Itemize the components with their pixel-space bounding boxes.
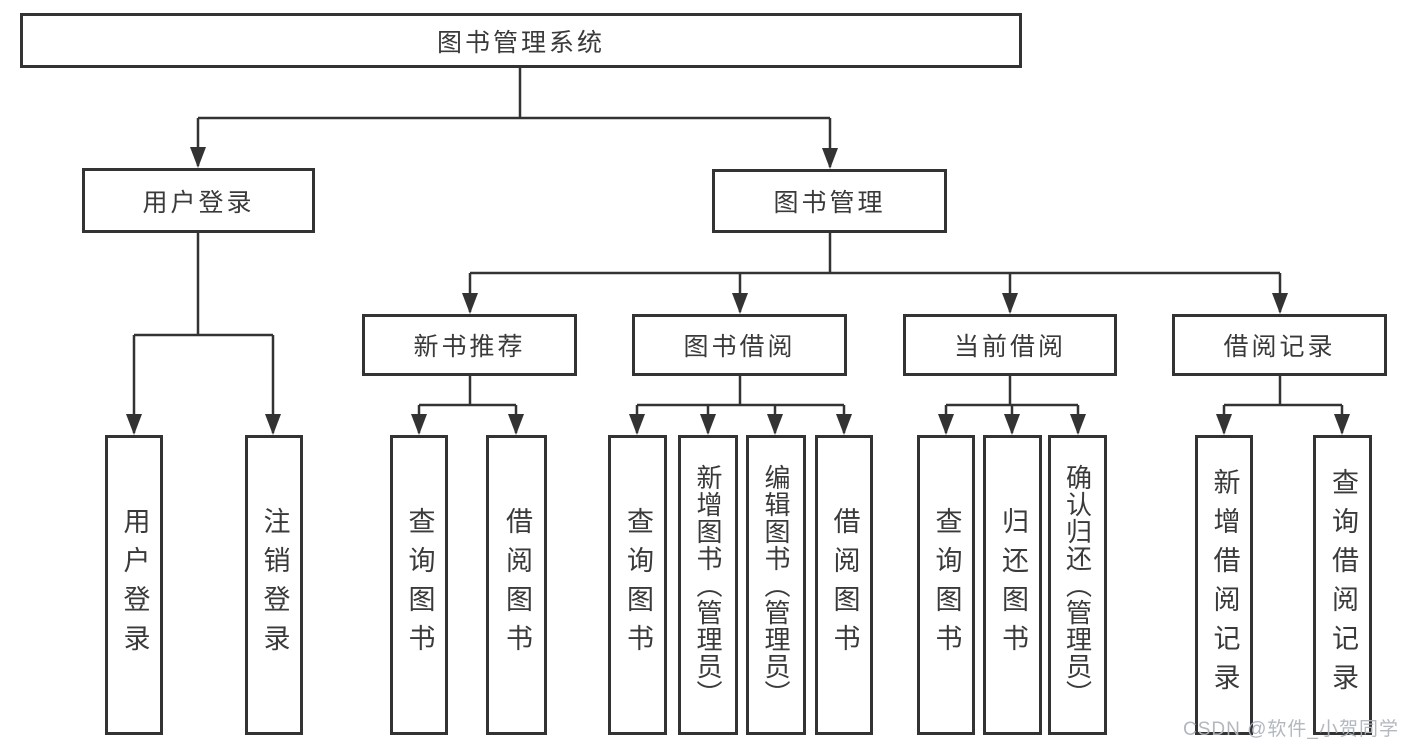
node-query-books-borrowing: 查询图书 bbox=[608, 435, 667, 735]
arrow-icon bbox=[1004, 414, 1020, 435]
arrow-icon bbox=[190, 147, 206, 168]
node-current-borrowing: 当前借阅 bbox=[903, 314, 1117, 376]
arrow-icon bbox=[767, 414, 783, 435]
arrow-icon bbox=[822, 148, 838, 169]
node-user-login-leaf: 用户登录 bbox=[105, 435, 163, 735]
arrow-icon bbox=[1002, 293, 1018, 314]
node-borrowing-records: 借阅记录 bbox=[1172, 314, 1387, 376]
arrow-icon bbox=[1216, 414, 1232, 435]
node-library-management-system: 图书管理系统 bbox=[20, 13, 1022, 68]
arrow-icon bbox=[411, 414, 427, 435]
node-add-borrow-record: 新增借阅记录 bbox=[1195, 435, 1253, 735]
node-borrow-books-leaf: 借阅图书 bbox=[815, 435, 873, 735]
node-return-books: 归还图书 bbox=[983, 435, 1042, 735]
node-user-login-branch: 用户登录 bbox=[82, 168, 315, 233]
arrow-icon bbox=[732, 293, 748, 314]
arrow-icon bbox=[126, 414, 142, 435]
arrow-icon bbox=[1334, 414, 1350, 435]
node-book-management-branch: 图书管理 bbox=[712, 169, 947, 233]
arrow-icon bbox=[938, 414, 954, 435]
arrow-icon bbox=[508, 414, 524, 435]
node-confirm-return-admin: 确认归还（管理员） bbox=[1048, 435, 1107, 735]
node-book-borrowing: 图书借阅 bbox=[632, 314, 847, 376]
node-query-books-current: 查询图书 bbox=[917, 435, 975, 735]
node-new-book-recommendation: 新书推荐 bbox=[362, 314, 577, 376]
node-query-books-recommend: 查询图书 bbox=[390, 435, 448, 735]
arrow-icon bbox=[836, 414, 852, 435]
arrow-icon bbox=[1070, 414, 1086, 435]
node-borrow-books-recommend: 借阅图书 bbox=[486, 435, 547, 735]
node-edit-books-admin: 编辑图书（管理员） bbox=[746, 435, 806, 735]
arrow-icon bbox=[462, 293, 478, 314]
arrow-icon bbox=[1272, 293, 1288, 314]
node-query-borrow-record: 查询借阅记录 bbox=[1313, 435, 1372, 735]
node-logout-leaf: 注销登录 bbox=[245, 435, 303, 735]
arrow-icon bbox=[700, 414, 716, 435]
arrow-icon bbox=[265, 414, 281, 435]
node-add-books-admin: 新增图书（管理员） bbox=[678, 435, 738, 735]
watermark: CSDN @软件_小贺同学 bbox=[1183, 719, 1399, 740]
arrow-icon bbox=[629, 414, 645, 435]
